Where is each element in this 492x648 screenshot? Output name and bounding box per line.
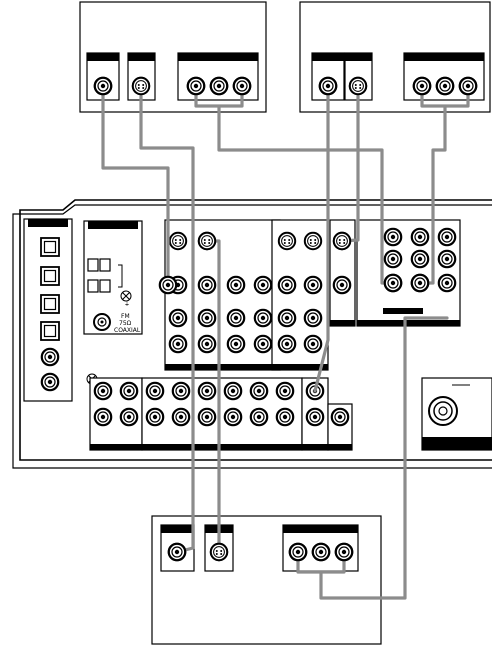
digital-input-section <box>24 219 72 401</box>
rca-jack <box>95 409 111 425</box>
rca-jack <box>121 383 137 399</box>
rca-jack <box>173 383 189 399</box>
optical-jack-1 <box>41 238 59 256</box>
rca-jack <box>170 310 186 326</box>
fm-ohm-label: 75Ω <box>119 320 132 327</box>
rca-jack <box>255 277 271 293</box>
s-video-jack-1 <box>170 233 186 249</box>
fm-coaxial-jack <box>94 314 110 330</box>
audio-io-lower-block <box>90 378 352 450</box>
rca-jack <box>228 277 244 293</box>
optical-jack-2 <box>41 267 59 285</box>
coaxial-digital-jack-1 <box>42 349 58 365</box>
component-video-block <box>357 220 460 326</box>
rca-jack <box>199 310 215 326</box>
fm-coaxial-label: COAXIAL <box>114 327 141 334</box>
rca-jack <box>332 409 348 425</box>
rca-jack <box>225 383 241 399</box>
rca-jack <box>228 336 244 352</box>
rca-jack <box>439 229 455 245</box>
rca-jack <box>147 409 163 425</box>
rca-jack <box>173 409 189 425</box>
rca-jack <box>305 336 321 352</box>
rca-jack <box>251 409 267 425</box>
am-antenna-terminal <box>422 378 492 450</box>
rca-jack <box>255 336 271 352</box>
s-video-io-block <box>272 220 328 370</box>
component-top-left <box>80 2 266 112</box>
rca-jack <box>199 336 215 352</box>
rca-jack <box>385 229 401 245</box>
rca-jack <box>277 383 293 399</box>
rca-jack <box>277 409 293 425</box>
s-video-jack-4 <box>305 233 321 249</box>
rca-jack <box>385 251 401 267</box>
rca-jack <box>334 277 350 293</box>
rca-jack <box>251 383 267 399</box>
rca-jack <box>439 251 455 267</box>
rca-jack <box>307 409 323 425</box>
rca-jack <box>121 409 137 425</box>
receiver-rear-panel: FM 75Ω COAXIAL ⏚ <box>13 200 492 468</box>
rca-jack <box>305 277 321 293</box>
rca-jack <box>199 277 215 293</box>
rca-jack <box>305 310 321 326</box>
rca-jack <box>228 310 244 326</box>
optical-jack-4 <box>41 322 59 340</box>
rca-jack <box>279 310 295 326</box>
component-bottom <box>152 516 381 644</box>
cable-svideo-top-right <box>342 94 358 241</box>
rca-jack <box>279 277 295 293</box>
rca-jack <box>170 336 186 352</box>
coaxial-digital-jack-2 <box>42 374 58 390</box>
rca-jack <box>199 409 215 425</box>
ground-symbol-label: ⏚ <box>124 301 130 308</box>
fm-label: FM <box>121 313 130 320</box>
s-video-jack-3 <box>279 233 295 249</box>
rca-jack <box>439 275 455 291</box>
rca-jack <box>199 383 215 399</box>
rca-jack <box>147 383 163 399</box>
antenna-section: FM 75Ω COAXIAL ⏚ <box>84 221 142 334</box>
rca-jack <box>412 229 428 245</box>
rca-jack <box>95 383 111 399</box>
rca-jack <box>225 409 241 425</box>
rca-jack <box>412 251 428 267</box>
rca-jack <box>255 310 271 326</box>
video-audio-input-block <box>165 220 280 370</box>
rca-jack <box>279 336 295 352</box>
optical-jack-3 <box>41 295 59 313</box>
ground-screw-icon <box>121 291 131 301</box>
